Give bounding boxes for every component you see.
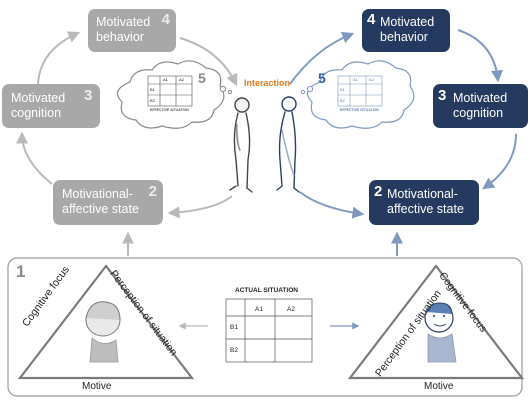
left-person-figure <box>229 97 253 193</box>
left-triangle-base-label: Motive <box>82 381 112 392</box>
left-bubble-col2: A2 <box>179 77 184 82</box>
arrow-behavior-to-interaction <box>179 37 238 87</box>
arrow-interaction-to-right-behavior <box>289 31 355 85</box>
left-bubble-caption: EFFECTIVE SITUATION <box>150 108 189 112</box>
right-thought-bubble <box>300 60 415 129</box>
right-cognition-label: Motivated cognition <box>453 91 508 120</box>
interaction-label: Interaction <box>244 78 291 88</box>
right-bubble-number: 5 <box>318 70 326 86</box>
actual-situation-table <box>225 298 313 363</box>
arrow-right-cognition-to-state <box>482 133 517 190</box>
right-triangle <box>347 264 525 380</box>
right-bubble-row1: B1 <box>340 87 345 92</box>
right-state-label: Motivational-affective state <box>387 187 464 216</box>
table-col2: A2 <box>287 306 295 313</box>
left-behavior-number: 4 <box>161 11 170 28</box>
right-person-sketch <box>424 302 457 363</box>
right-motivated-behavior-box: 4 Motivated behavior <box>362 9 450 52</box>
left-motivated-behavior-box: Motivated behavior 4 <box>88 9 176 52</box>
right-bubble-col1: A1 <box>353 77 358 82</box>
left-motivated-cognition-box: Motivated cognition 3 <box>2 84 100 128</box>
left-bubble-number: 5 <box>198 70 206 86</box>
right-bubble-col2: A2 <box>369 77 374 82</box>
left-state-number: 2 <box>148 183 157 200</box>
table-row1: B1 <box>230 324 238 331</box>
right-behavior-label: Motivated behavior <box>380 15 435 44</box>
arrow-cognition-to-behavior <box>37 31 81 85</box>
right-bubble-caption: EFFECTIVE SITUATION <box>340 108 379 112</box>
arrow-right-behavior-to-cognition <box>457 29 503 83</box>
left-behavior-label: Motivated behavior <box>96 15 151 44</box>
left-motivational-state-box: Motivational-affective state 2 <box>53 180 163 225</box>
right-behavior-number: 4 <box>367 11 376 28</box>
left-cognition-label: Motivated cognition <box>11 91 66 120</box>
left-bubble-row1: B1 <box>150 87 155 92</box>
right-triangle-base-label: Motive <box>424 381 454 392</box>
left-person-sketch <box>85 301 121 363</box>
panel-number: 1 <box>16 262 26 281</box>
actual-situation-title: ACTUAL SITUATION <box>235 287 298 294</box>
left-cognition-number: 3 <box>84 87 93 104</box>
right-person-figure <box>276 96 300 193</box>
bottom-panel-frame <box>7 257 523 397</box>
arrow-interaction-to-left-state <box>167 195 233 219</box>
right-bubble-row2: B2 <box>340 98 345 103</box>
right-state-number: 2 <box>374 183 383 200</box>
arrow-state-to-cognition <box>16 131 53 185</box>
left-bubble-col1: A1 <box>163 77 168 82</box>
table-col1: A1 <box>255 306 263 313</box>
left-bubble-row2: B2 <box>150 98 155 103</box>
right-cognition-number: 3 <box>438 87 447 104</box>
left-state-label: Motivational-affective state <box>62 187 139 216</box>
left-thought-bubble <box>116 60 233 129</box>
table-row2: B2 <box>230 347 238 354</box>
arrow-interaction-to-right-state <box>299 191 365 219</box>
right-motivated-cognition-box: 3 Motivated cognition <box>433 84 528 128</box>
right-motivational-state-box: 2 Motivational-affective state <box>369 180 479 225</box>
left-triangle <box>17 264 195 380</box>
